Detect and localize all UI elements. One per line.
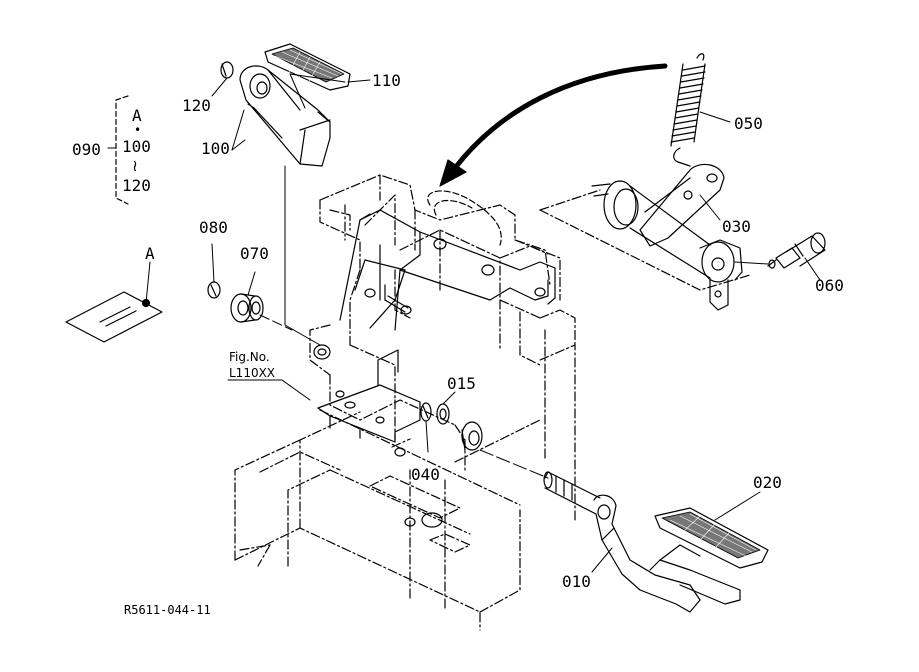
label-030: 030 (722, 217, 751, 236)
bracket-pin (384, 284, 412, 315)
bracket-holes (313, 238, 546, 528)
part-labels: 110 120 100 090 050 030 060 080 070 015 … (72, 71, 844, 617)
label-040: 040 (411, 465, 440, 484)
group-tilde: ≀ (132, 156, 138, 175)
pedal-020 (649, 507, 769, 605)
group-letter: A (132, 106, 142, 125)
label-070: 070 (240, 244, 269, 263)
upper-plate (339, 209, 556, 331)
direction-arrow (439, 63, 668, 187)
floor-bracket (317, 349, 421, 443)
fig-ref-line1: Fig.No. (229, 350, 270, 364)
drawing-code: R5611-044-11 (124, 603, 211, 617)
label-090: 090 (72, 140, 101, 159)
washer-015 (436, 403, 450, 425)
shaft-030 (539, 163, 751, 311)
circlip-120 (220, 61, 234, 79)
label-100: 100 (201, 139, 230, 158)
group-bracket (115, 95, 129, 205)
group-from: 100 (122, 137, 151, 156)
clip-080 (207, 281, 221, 299)
cable (427, 190, 502, 246)
bushing-070 (230, 293, 264, 323)
pedal-arm-100 (239, 65, 331, 167)
pedal-110 (264, 43, 351, 91)
label-060: 060 (815, 276, 844, 295)
lever-arm (354, 259, 406, 329)
bushing-near-015 (461, 421, 483, 451)
callout-letter: A (145, 244, 155, 263)
main-bracket (309, 174, 576, 471)
group-to: 120 (122, 176, 151, 195)
pedal-shaft-010 (543, 471, 701, 613)
label-110: 110 (372, 71, 401, 90)
leader-lines (107, 73, 821, 573)
pin-060 (767, 232, 826, 269)
callout-sheet (65, 291, 163, 343)
label-080: 080 (199, 218, 228, 237)
group-dot: • (134, 123, 141, 137)
frame-outline (234, 329, 576, 631)
label-015: 015 (447, 374, 476, 393)
washer-040 (420, 402, 432, 422)
label-020: 020 (753, 473, 782, 492)
label-010: 010 (562, 572, 591, 591)
label-120: 120 (182, 96, 211, 115)
label-050: 050 (734, 114, 763, 133)
fig-ref-line2: L110XX (229, 366, 275, 380)
spring-050 (670, 53, 706, 167)
